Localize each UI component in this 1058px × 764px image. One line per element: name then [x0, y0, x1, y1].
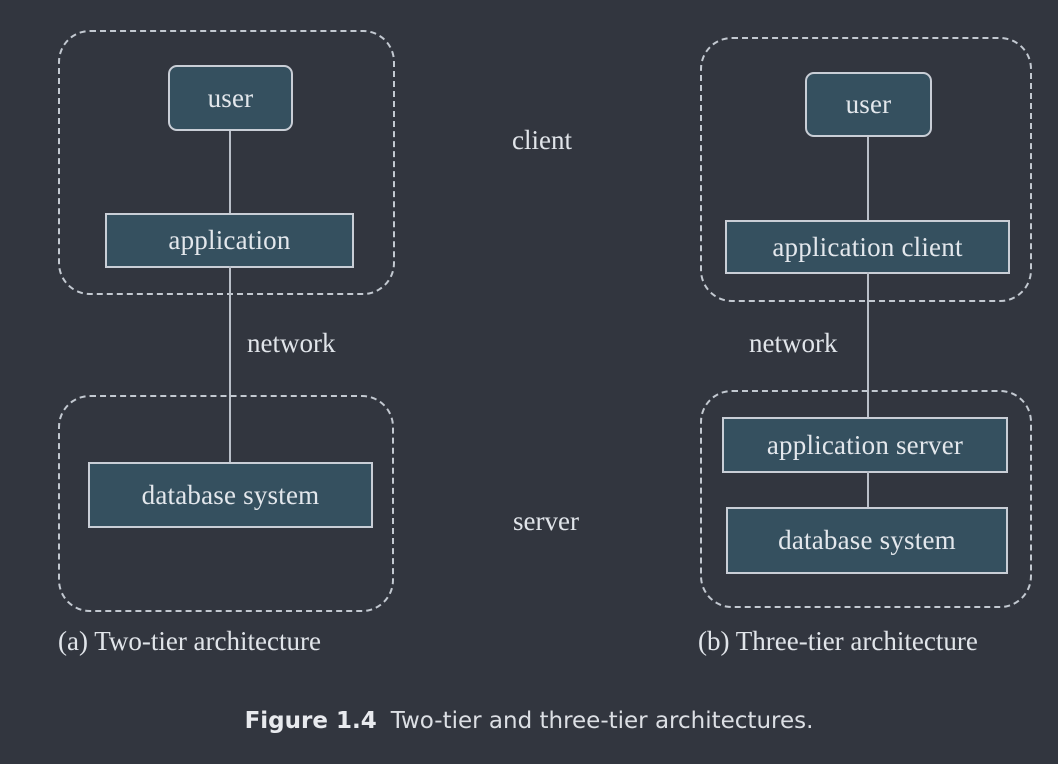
figure-caption-label: Figure 1.4 [244, 708, 377, 734]
network-label-three-tier: network [749, 328, 838, 358]
node-application-server-label: application server [766, 429, 964, 460]
node-database-system-label: database system [141, 479, 320, 510]
network-label-two-tier: network [247, 328, 336, 358]
node-application-server: application server [722, 417, 1008, 473]
node-user-label: user [845, 89, 892, 119]
node-application: application [105, 213, 354, 268]
connector-appserver-to-database [867, 471, 869, 509]
tier-label-client: client [512, 125, 572, 155]
node-application-label: application [168, 225, 291, 255]
node-user-label: user [207, 82, 254, 113]
tier-label-server: server [513, 506, 579, 536]
node-user: user [168, 65, 293, 131]
connector-network-two-tier [229, 266, 231, 464]
node-application-client: application client [725, 220, 1010, 274]
figure-caption: Figure 1.4 Two-tier and three-tier archit… [0, 708, 1058, 734]
two-tier-client-tier-boundary [58, 30, 395, 295]
figure-caption-text: Two-tier and three-tier architectures. [390, 708, 814, 734]
node-user-three-tier: user [805, 72, 932, 137]
three-tier-server-tier-boundary [700, 390, 1032, 608]
connector-user-to-application-client [867, 135, 869, 222]
node-database-system-label: database system [778, 525, 956, 555]
two-tier-server-tier-boundary [58, 395, 394, 612]
connector-user-to-application [229, 128, 231, 215]
connector-network-three-tier [867, 272, 869, 420]
subcaption-three-tier: (b) Three-tier architecture [698, 626, 978, 656]
subcaption-two-tier: (a) Two-tier architecture [58, 626, 321, 656]
node-application-client-label: application client [772, 231, 963, 262]
node-database-system-two-tier: database system [88, 462, 373, 528]
three-tier-client-tier-boundary [700, 37, 1032, 302]
node-database-system-three-tier: database system [726, 507, 1008, 574]
